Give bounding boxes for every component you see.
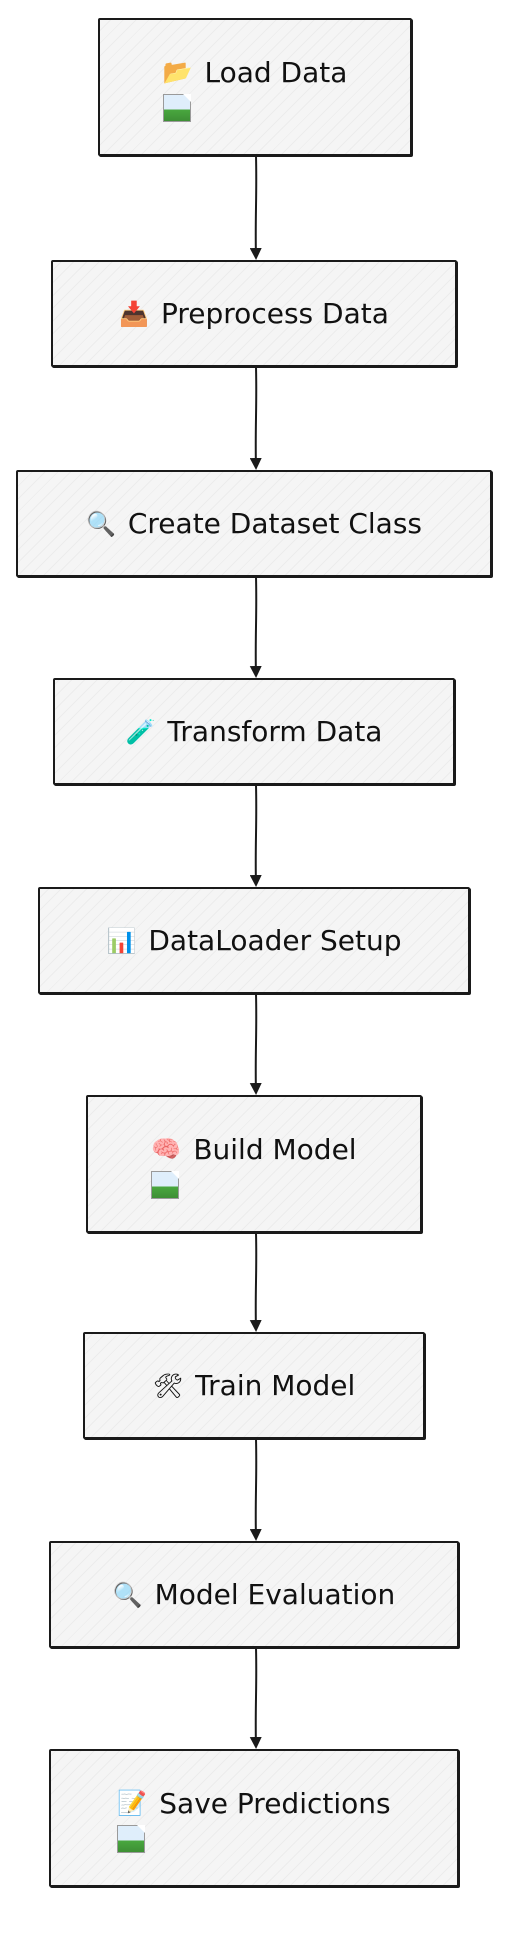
node-label: Build Model: [193, 1132, 357, 1166]
node-load: 📂 Load Data: [98, 18, 412, 156]
node-train: 🛠 Train Model: [83, 1332, 425, 1439]
edge-build-to-train: [249, 1232, 262, 1332]
node-label: Model Evaluation: [154, 1578, 396, 1611]
node-label-row: 📂 Load Data: [100, 42, 410, 102]
edge-transform-to-dataloader: [249, 784, 262, 887]
node-label: Load Data: [204, 55, 348, 89]
edge-evaluate-to-save: [249, 1647, 262, 1749]
node-label-row: 📊 DataLoader Setup: [40, 889, 468, 992]
node-label-row: 📥 Preprocess Data: [53, 262, 455, 365]
broken-image-icon: [117, 1825, 146, 1853]
node-label-row: 🧠 Build Model: [88, 1119, 420, 1179]
node-label-row: 📝 Save Predictions: [51, 1773, 457, 1833]
node-transform: 🧪 Transform Data: [53, 678, 455, 785]
node-label-row: 🔍 Model Evaluation: [51, 1543, 457, 1646]
node-label-row: 🔍 Create Dataset Class: [18, 472, 490, 575]
node-preprocess: 📥 Preprocess Data: [51, 260, 457, 367]
node-label: Transform Data: [167, 715, 383, 748]
node-evaluate: 🔍 Model Evaluation: [49, 1541, 459, 1648]
open-folder-icon: 📂: [162, 58, 193, 86]
node-label: DataLoader Setup: [148, 924, 402, 957]
node-build: 🧠 Build Model: [86, 1095, 422, 1233]
edge-preprocess-to-dataset: [249, 366, 262, 470]
node-dataset: 🔍 Create Dataset Class: [16, 470, 492, 577]
node-label: Train Model: [195, 1369, 356, 1402]
bar-chart-icon: 📊: [106, 926, 137, 955]
magnifying-glass-icon: 🔍: [85, 509, 116, 538]
node-label-row: 🛠 Train Model: [85, 1334, 423, 1437]
edge-train-to-evaluate: [249, 1438, 262, 1541]
test-tube-icon: 🧪: [125, 717, 156, 746]
memo-icon: 📝: [117, 1789, 148, 1817]
node-label: Save Predictions: [159, 1786, 391, 1820]
edge-load-to-preprocess: [249, 155, 262, 260]
inbox-tray-icon: 📥: [119, 299, 149, 328]
node-dataloader: 📊 DataLoader Setup: [38, 887, 470, 994]
broken-image-icon: [162, 94, 191, 122]
hammer-and-wrench-icon: 🛠: [152, 1371, 184, 1400]
node-label-row: 🧪 Transform Data: [55, 680, 453, 783]
edge-dataset-to-transform: [249, 576, 262, 678]
edge-dataloader-to-build: [249, 993, 262, 1095]
magnifying-glass-icon: 🔍: [112, 1580, 143, 1609]
node-label: Preprocess Data: [161, 297, 389, 330]
broken-image-icon: [151, 1171, 180, 1199]
brain-icon: 🧠: [151, 1135, 182, 1163]
node-save: 📝 Save Predictions: [49, 1749, 459, 1887]
node-label: Create Dataset Class: [127, 507, 423, 540]
